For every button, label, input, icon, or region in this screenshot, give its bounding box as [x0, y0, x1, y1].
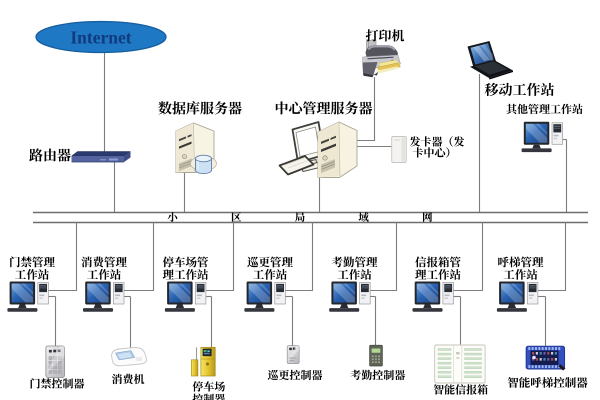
svg-text:Internet: Internet: [70, 28, 131, 48]
